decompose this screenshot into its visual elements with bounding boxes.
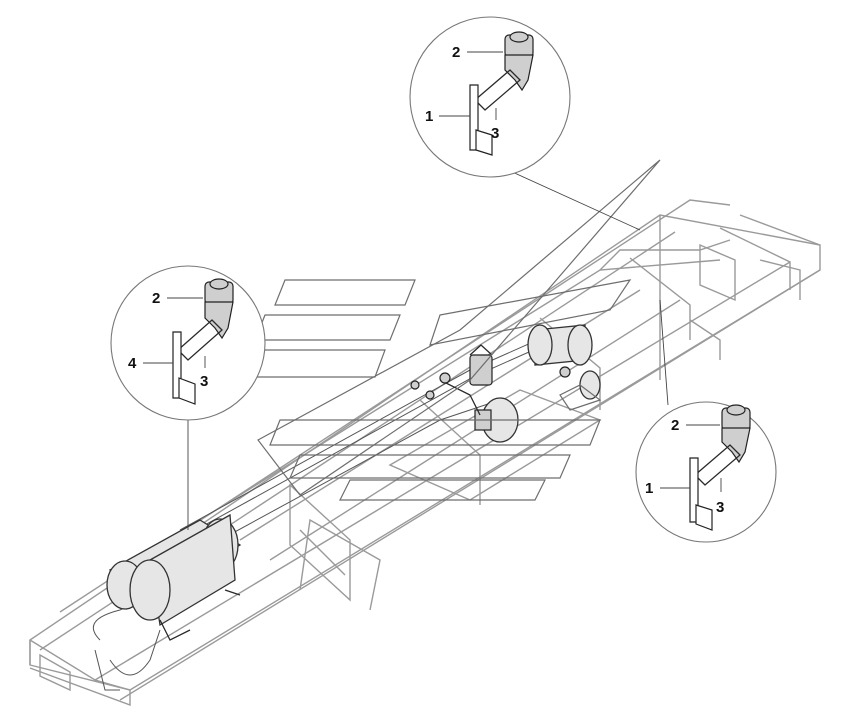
detail-leaders xyxy=(187,169,669,530)
callout-right-1: 1 xyxy=(645,480,653,497)
highlight-panels xyxy=(239,159,661,501)
callout-left-4: 4 xyxy=(128,355,137,372)
callout-top-1: 1 xyxy=(425,108,433,125)
callout-right-3: 3 xyxy=(716,499,724,516)
callout-top-2: 2 xyxy=(452,44,460,61)
callout-right-2: 2 xyxy=(671,417,679,434)
callout-left-2: 2 xyxy=(152,290,160,307)
callout-top-3: 3 xyxy=(491,125,499,142)
detail-circle-left: 2 4 3 xyxy=(110,265,266,421)
detail-circle-right: 2 1 3 xyxy=(635,401,777,543)
detail-circle-top: 2 1 3 xyxy=(409,16,571,178)
air-tank-rear xyxy=(106,513,242,641)
callout-left-3: 3 xyxy=(200,373,208,390)
air-tank-front xyxy=(527,324,601,400)
